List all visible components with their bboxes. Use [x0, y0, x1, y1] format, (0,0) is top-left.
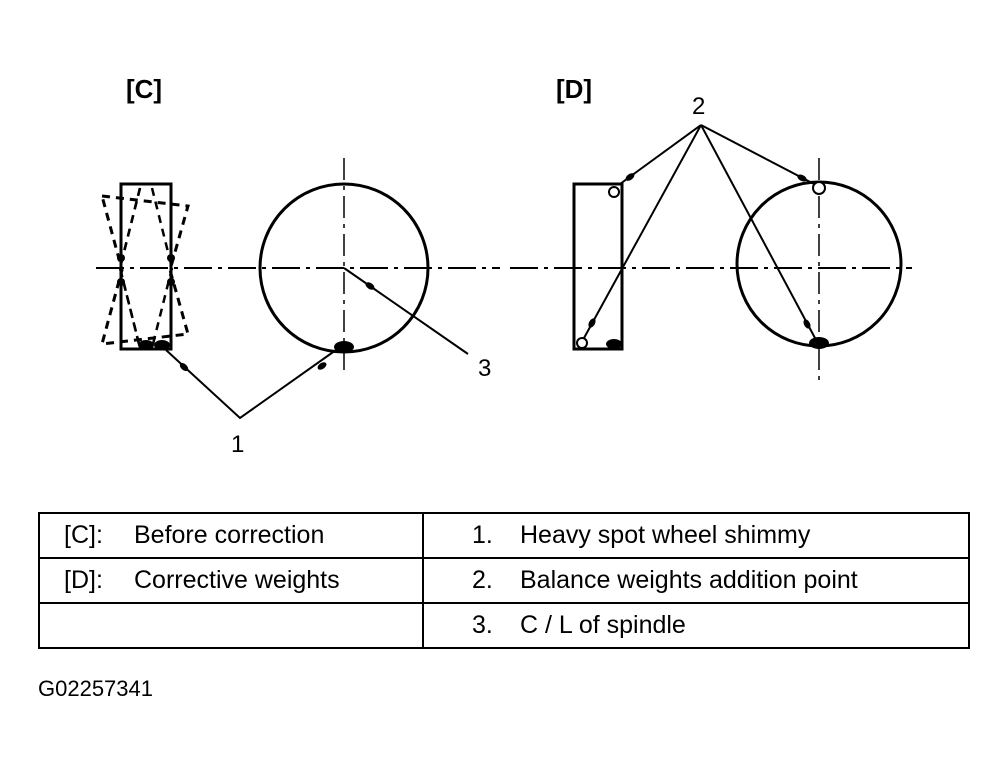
legend-row: [C]: Before correction 1. Heavy spot wheel… — [38, 512, 970, 559]
legend-text: Before correction — [134, 521, 325, 549]
legend-cell-right: 2. Balance weights addition point — [422, 557, 970, 604]
legend-cell-right: 1. Heavy spot wheel shimmy — [422, 512, 970, 559]
panel-d-label: [D] — [556, 74, 592, 104]
legend-num: 1. — [472, 521, 493, 549]
panel-c-marker-bottom-right — [167, 278, 175, 286]
panel-c-heavy-spot-front — [334, 341, 354, 353]
panel-d-arrowhead-c — [797, 174, 807, 182]
panel-c-marker-bottom-left — [117, 278, 125, 286]
panel-c-arrowhead-b — [317, 362, 327, 370]
callout-1-label: 1 — [231, 431, 244, 458]
panel-c-heavy-spot-side-right — [154, 340, 170, 350]
panel-d-callout-2-leader-b — [583, 124, 702, 339]
figure-id: G02257341 — [38, 676, 153, 701]
panel-d-arrowhead-a — [625, 173, 635, 181]
legend-cell-right: 3. C / L of spindle — [422, 602, 970, 649]
legend-table: [C]: Before correction 1. Heavy spot wheel… — [38, 512, 970, 649]
legend-cell-left: [C]: Before correction — [38, 512, 424, 559]
panel-c-tire-side-view — [119, 182, 173, 351]
legend-text: Balance weights addition point — [520, 566, 858, 594]
callout-2-label: 2 — [692, 93, 705, 120]
panel-d-balance-weight-front-top — [812, 181, 826, 195]
panel-c-heavy-spot-side-left — [138, 340, 154, 350]
panel-c-wobble-outline — [99, 194, 190, 346]
legend-cell-left: [D]: Corrective weights — [38, 557, 424, 604]
legend-cell-left — [38, 602, 424, 649]
legend-text: Heavy spot wheel shimmy — [520, 521, 811, 549]
panel-d-callout-2-leader-d — [700, 124, 816, 339]
callout-3-label: 3 — [478, 355, 491, 382]
panel-d-arrowhead-d — [803, 319, 811, 329]
legend-num: 2. — [472, 566, 493, 594]
panel-c-callout-3-leader — [343, 267, 469, 355]
panel-c-marker-top-right — [167, 254, 175, 262]
panel-d-tire-side-view — [572, 182, 624, 351]
panel-d-balance-weight-top — [608, 186, 620, 198]
panel-d-arrowhead-b — [588, 318, 596, 328]
panel-d-heavy-spot-side — [606, 339, 622, 349]
panel-d-balance-weight-bottom — [576, 337, 588, 349]
legend-text: C / L of spindle — [520, 611, 686, 639]
panel-d-heavy-spot-front — [809, 337, 829, 349]
panel-c-arrowhead-c — [365, 282, 375, 290]
panel-c-arrowhead-a — [179, 362, 189, 372]
legend-text: Corrective weights — [134, 566, 340, 594]
panel-c-label: [C] — [126, 74, 162, 104]
wheel-balance-diagram: [C] 1 3 [D] 2 — [96, 74, 912, 458]
panel-c-callout-1-leader — [165, 349, 337, 420]
legend-num: 3. — [472, 611, 493, 639]
legend-key: [D]: — [64, 566, 103, 594]
panel-c-marker-top-left — [117, 254, 125, 262]
legend-key: [C]: — [64, 521, 103, 549]
legend-row: [D]: Corrective weights 2. Balance weights… — [38, 557, 970, 604]
panel-d-callout-2-leader-c — [700, 124, 815, 185]
legend-row: 3. C / L of spindle — [38, 602, 970, 649]
